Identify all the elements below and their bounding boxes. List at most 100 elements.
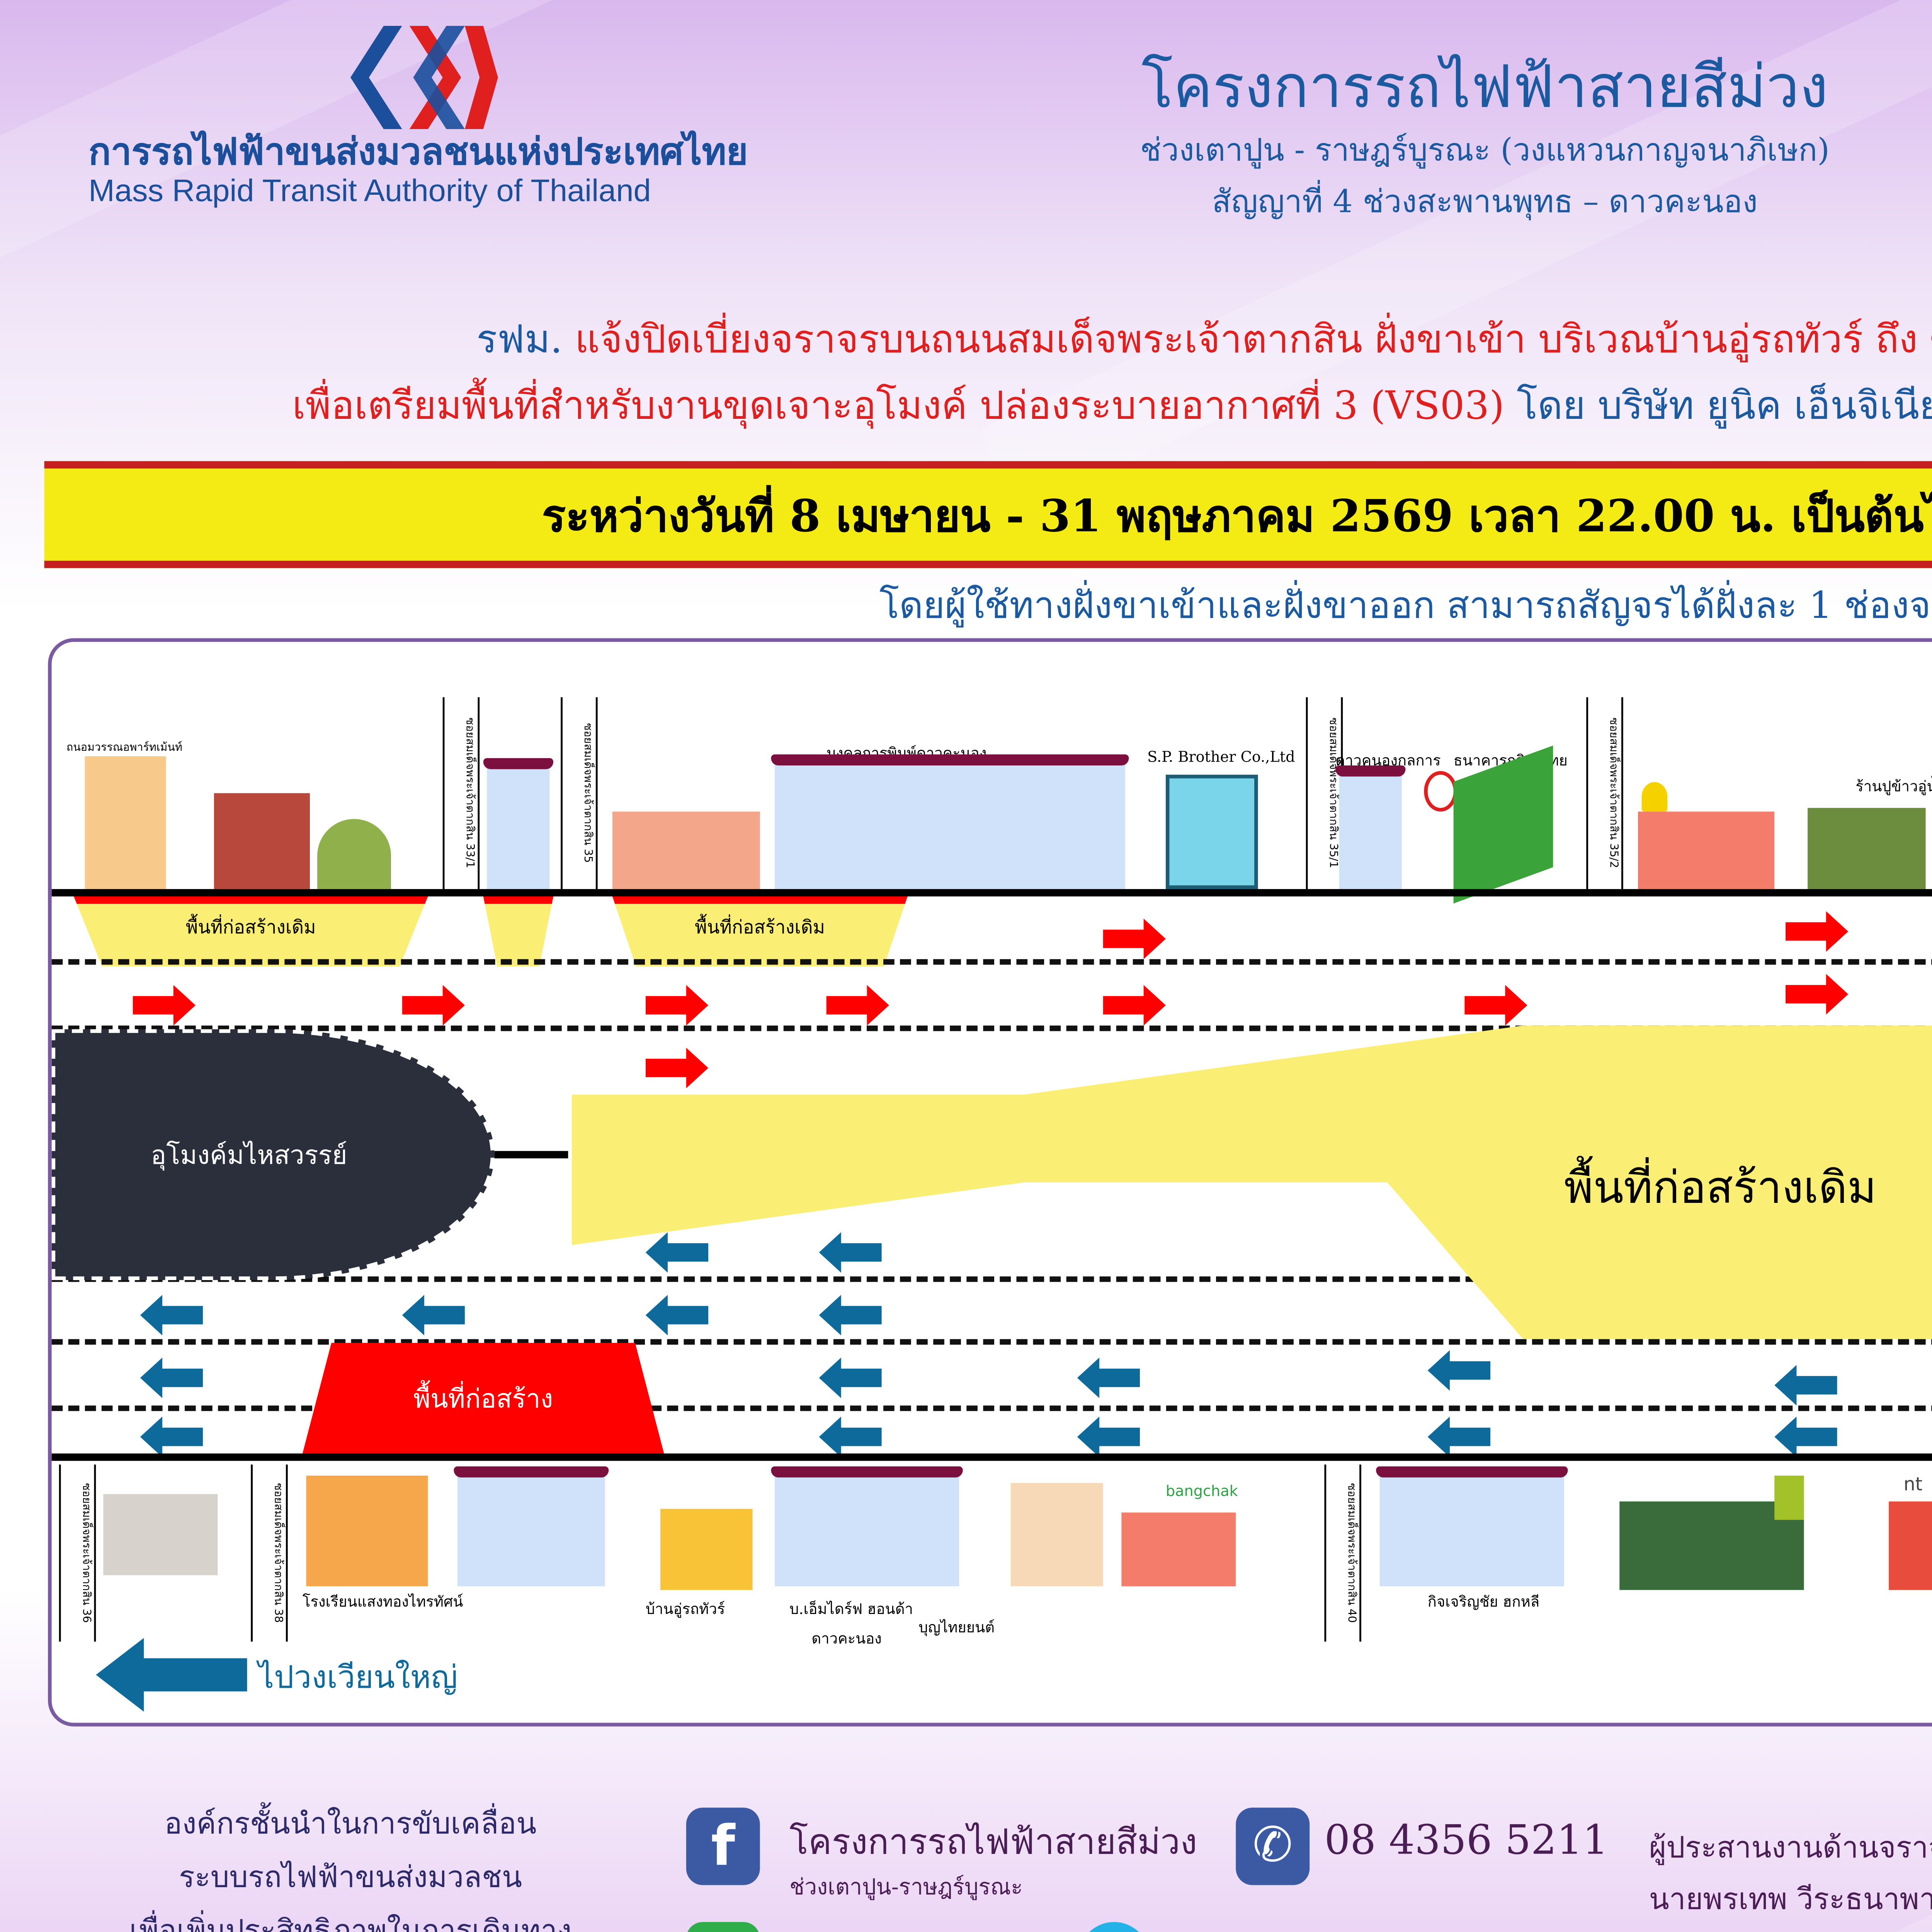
soi-label: ซอยสมเด็จพระเจ้าตากสิน 40 (1324, 1464, 1361, 1642)
existing-zone-label: พื้นที่ก่อสร้างเดิม (695, 918, 825, 939)
lane-divider (51, 1276, 1932, 1282)
place-label: S.P. Brother Co.,Ltd (1147, 749, 1295, 766)
bottom-curb (51, 1453, 1932, 1461)
restaurant-icon (1808, 808, 1926, 889)
coordinator-title: ผู้ประสานงานด้านจราจร (1649, 1830, 1932, 1865)
direction-wongwian-yai-label: ไปวงเวียนใหญ่ (258, 1660, 458, 1697)
existing-zone-label-main: พื้นที่ก่อสร้างเดิม (1564, 1162, 1877, 1214)
notice-line-1: รฟม. แจ้งปิดเบี่ยงจราจรบนถนนสมเด็จพระเจ้… (74, 310, 1932, 371)
outbound-arrow-icon (140, 1295, 203, 1336)
inbound-arrow-icon (1785, 911, 1849, 952)
inbound-arrow-icon (402, 985, 465, 1026)
lane-divider (51, 1026, 1932, 1031)
phone-number[interactable]: 08 4356 5211 (1324, 1818, 1609, 1865)
place-label: บ้านอู่รถทัวร์ (645, 1601, 725, 1618)
soi-label: ซอยสมเด็จพระเจ้าตากสิน 35/2 (1586, 697, 1623, 889)
inbound-arrow-icon (1103, 985, 1166, 1026)
outbound-arrow-icon (1077, 1357, 1140, 1398)
slogan-line: เพื่อเพิ่มประสิทธิภาพในการเดินทาง (129, 1913, 572, 1932)
slogan-line: องค์กรชั้นนำในการขับเคลื่อน (164, 1806, 537, 1841)
project-subtitle-1: ช่วงเตาปูน - ราษฎร์บูรณะ (วงแหวนกาญจนาภิ… (1140, 133, 1830, 170)
mrta-logo-icon (347, 26, 502, 129)
lanes-note: โดยผู้ใช้ทางฝั่งขาเข้าและฝั่งขาออก สามาร… (879, 583, 1932, 628)
outbound-arrow-icon (819, 1417, 882, 1458)
top-curb (51, 889, 1932, 896)
apartment-building-icon (85, 756, 166, 889)
date-bar: ระหว่างวันที่ 8 เมษายน - 31 พฤษภาคม 2569… (44, 461, 1932, 568)
notice-line-2: เพื่อเตรียมพื้นที่สำหรับงานขุดเจาะอุโมงค… (55, 376, 1932, 437)
inbound-arrow-icon (645, 1048, 709, 1088)
nt-building-icon (1889, 1501, 1932, 1590)
outbound-arrow-icon (1427, 1417, 1491, 1458)
facebook-page-link[interactable]: โครงการรถไฟฟ้าสายสีม่วง (789, 1822, 1197, 1863)
tunnel-connector (494, 1151, 568, 1158)
existing-zone-small: พื้นที่ก่อสร้างเดิม (73, 896, 428, 967)
soi-label: ซอยสมเด็จพระเจ้าตากสิน 35/1 (1306, 697, 1343, 889)
outbound-arrow-icon (1427, 1350, 1491, 1391)
notice-agency: รฟม. (476, 317, 563, 362)
place-label: กิจเจริญชัย ฮกหลี (1427, 1594, 1540, 1611)
outbound-arrow-icon (140, 1417, 203, 1458)
project-title: โครงการรถไฟฟ้าสายสีม่วง (1141, 51, 1828, 122)
place-label: ดาวคะนอง (811, 1630, 882, 1647)
inbound-arrow-icon (826, 985, 889, 1026)
new-zone-label: พื้นที่ก่อสร้าง (413, 1385, 553, 1415)
kasikorn-logo-icon (1424, 771, 1458, 812)
bangchak-logo: bangchak (1165, 1483, 1238, 1500)
inbound-arrow-icon (1464, 985, 1527, 1026)
shophouse-icon (483, 758, 554, 889)
house-icon (103, 1494, 218, 1575)
globe-icon[interactable]: ⊕ (1077, 1922, 1151, 1932)
notice-company-text: โดย บริษัท ยูนิค เอ็นจิเนียริ่ง แอนด์ คอ… (1517, 383, 1932, 428)
lane-divider (51, 959, 1932, 965)
facebook-icon[interactable]: f (686, 1808, 760, 1885)
place-label: โรงเรียนแสงทองไทรทัศน์ (302, 1594, 463, 1611)
line-icon[interactable]: @ (686, 1922, 760, 1932)
soi-label: ซอยสมเด็จพระเจ้าตากสิน 35 (561, 697, 598, 889)
outbound-arrow-icon (819, 1295, 882, 1336)
soi-label: ซอยสมเด็จพระเจ้าตากสิน 36 (59, 1464, 96, 1642)
outbound-arrow-icon (1774, 1365, 1837, 1406)
coordinator-phone[interactable]: เบอร์ติดต่อ 08 1841 2574 (1649, 1929, 1932, 1932)
house-icon (660, 1509, 753, 1590)
shophouse-row-icon (1376, 1466, 1568, 1587)
outbound-arrow-icon (140, 1357, 203, 1398)
outbound-arrow-icon (819, 1357, 882, 1398)
coordinator-name: นายพรเทพ วีระธนาพานิช (1649, 1881, 1932, 1917)
slogan-line: ระบบรถไฟฟ้าขนส่งมวลชน (179, 1859, 522, 1895)
new-construction-zone: พื้นที่ก่อสร้าง (302, 1343, 664, 1454)
phone-icon[interactable]: ✆ (1236, 1808, 1310, 1885)
direction-left-arrow-icon (96, 1638, 247, 1712)
glass-office-icon (1165, 774, 1258, 889)
outbound-arrow-icon (1077, 1417, 1140, 1458)
house-icon (1010, 1483, 1103, 1587)
shophouse-row-icon (454, 1466, 609, 1587)
existing-zone-label: พื้นที่ก่อสร้างเดิม (185, 918, 316, 939)
inbound-arrow-icon (645, 985, 709, 1026)
outbound-arrow-icon (645, 1232, 709, 1273)
org-name-en: Mass Rapid Transit Authority of Thailand (88, 173, 651, 209)
existing-zone-small (483, 896, 554, 967)
existing-zone-small: พื้นที่ก่อสร้างเดิม (612, 896, 908, 967)
shophouse-icon (1335, 765, 1406, 889)
school-building-icon (306, 1475, 428, 1587)
outbound-arrow-icon (1774, 1417, 1837, 1458)
brick-building-icon (214, 793, 310, 889)
house-icon (612, 811, 760, 889)
post-office-icon (1619, 1501, 1804, 1590)
traffic-map: ไปดาวคะนอง ถนอมวรรณอพาร์ทเม้นท์ มงคลการพ… (48, 638, 1932, 1727)
project-subtitle-2: สัญญาที่ 4 ช่วงสะพานพุทธ – ดาวคะนอง (1212, 184, 1758, 221)
place-label: บุญไทยยนต์ (918, 1619, 995, 1636)
org-name-th: การรถไฟฟ้าขนส่งมวลชนแห่งประเทศไทย (88, 133, 748, 173)
outbound-arrow-icon (645, 1295, 709, 1336)
bangchak-station-icon (1121, 1512, 1236, 1587)
shell-logo-icon (1641, 782, 1668, 812)
place-label: ถนอมวรรณอพาร์ทเม้นท์ (66, 741, 182, 755)
soi-label: ซอยสมเด็จพระเจ้าตากสิน 33/1 (442, 697, 480, 889)
nt-logo: nt (1903, 1475, 1923, 1496)
inbound-arrow-icon (1785, 974, 1849, 1015)
notice-purpose-text: เพื่อเตรียมพื้นที่สำหรับงานขุดเจาะอุโมงค… (292, 383, 1505, 428)
tunnel-label: อุโมงค์มไหสวรรย์ (151, 1141, 347, 1172)
notice-closure-text: แจ้งปิดเบี่ยงจราจรบนถนนสมเด็จพระเจ้าตากส… (575, 317, 1932, 362)
